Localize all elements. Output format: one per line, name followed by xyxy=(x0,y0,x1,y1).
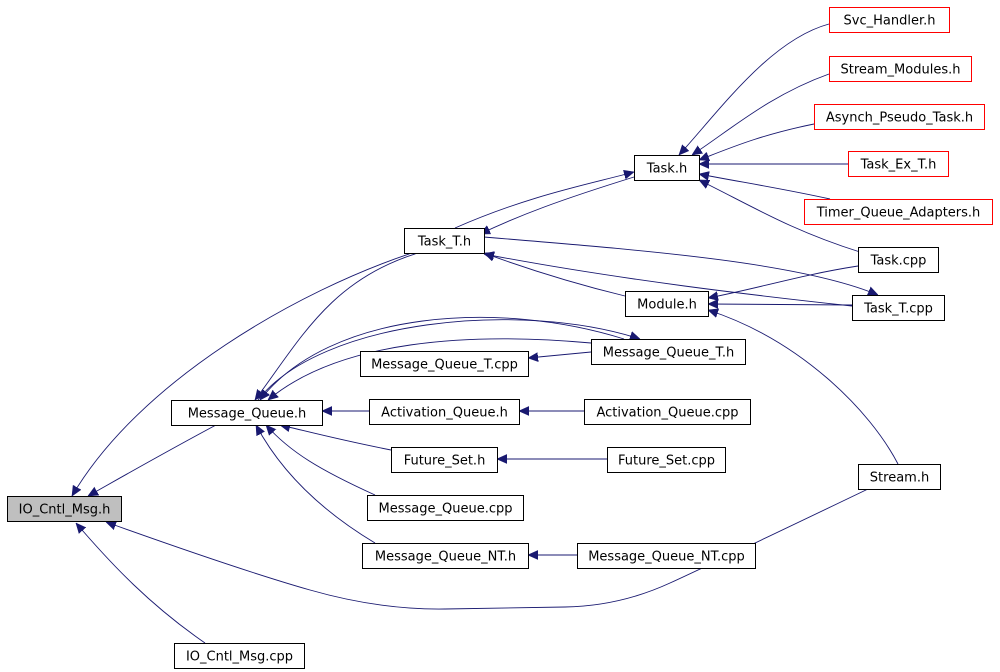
node-box xyxy=(7,496,122,522)
node-label: Activation_Queue.cpp xyxy=(596,406,738,421)
node-io-cntl-msg-cpp[interactable]: IO_Cntl_Msg.cpp xyxy=(174,643,305,669)
edge-task-t-h-to-task-t-cpp xyxy=(483,236,878,295)
node-label: Message_Queue_T.h xyxy=(603,346,734,361)
node-activation-queue-cpp[interactable]: Activation_Queue.cpp xyxy=(584,399,751,425)
node-box xyxy=(591,339,746,365)
edge-task-t-cpp-to-task-t-h xyxy=(484,254,853,307)
node-label: Svc_Handler.h xyxy=(844,14,936,29)
node-task-h[interactable]: Task.h xyxy=(634,155,700,181)
node-box xyxy=(858,247,939,273)
edge-task-cpp-to-module-h xyxy=(708,265,859,298)
node-box xyxy=(804,199,993,225)
edge-message-queue-t-h-to-message-queue-t-cpp xyxy=(528,351,592,358)
node-timer-queue-adapters-h[interactable]: Timer_Queue_Adapters.h xyxy=(804,199,993,225)
node-box xyxy=(584,399,751,425)
edges-layer xyxy=(71,23,899,644)
node-task-cpp[interactable]: Task.cpp xyxy=(858,247,939,273)
node-box xyxy=(814,104,985,130)
edge-asynch-pseudo-task-h-to-task-h xyxy=(699,123,815,160)
edge-io-cntl-msg-cpp-to-io-cntl-msg-h xyxy=(76,523,206,644)
node-stream-h[interactable]: Stream.h xyxy=(858,464,941,490)
node-label: Task_T.h xyxy=(417,235,471,250)
edge-task-cpp-to-task-h xyxy=(699,179,861,253)
node-label: Stream.h xyxy=(870,471,929,486)
node-future-set-cpp[interactable]: Future_Set.cpp xyxy=(607,447,726,473)
node-box xyxy=(367,495,524,521)
edge-message-queue-t-cpp-to-message-queue-h xyxy=(268,338,592,400)
edge-stream-h-to-module-h xyxy=(708,310,899,465)
node-label: Stream_Modules.h xyxy=(841,63,961,78)
node-label: Timer_Queue_Adapters.h xyxy=(816,206,981,221)
node-svc-handler-h[interactable]: Svc_Handler.h xyxy=(829,7,950,33)
node-label: IO_Cntl_Msg.h xyxy=(19,503,111,518)
node-label: Message_Queue_NT.h xyxy=(375,550,516,565)
node-box xyxy=(852,295,945,321)
node-box xyxy=(369,399,520,425)
edge-future-set-h-to-message-queue-h xyxy=(280,425,392,451)
node-message-queue-t-h[interactable]: Message_Queue_T.h xyxy=(591,339,746,365)
edge-stream-modules-h-to-task-h xyxy=(692,73,830,155)
node-box xyxy=(607,447,726,473)
node-box xyxy=(360,351,529,377)
node-box xyxy=(171,400,323,426)
edge-task-t-cpp-to-module-h xyxy=(708,304,853,305)
node-box xyxy=(858,464,941,490)
edge-task-t-h-to-task-h xyxy=(454,172,634,229)
node-box xyxy=(625,291,709,317)
edge-task-t-h-to-io-cntl-msg-h xyxy=(71,252,413,496)
node-label: IO_Cntl_Msg.cpp xyxy=(186,650,293,665)
edge-task-h-to-task-t-h xyxy=(480,176,635,235)
node-label: Task_T.cpp xyxy=(863,302,933,317)
node-box xyxy=(404,228,485,254)
node-label: Future_Set.cpp xyxy=(618,454,715,469)
node-task-t-cpp[interactable]: Task_T.cpp xyxy=(852,295,945,321)
node-label: Module.h xyxy=(637,298,697,313)
node-box xyxy=(829,56,972,82)
node-label: Message_Queue_NT.cpp xyxy=(588,550,745,565)
edge-message-queue-t-h-to-message-queue-h xyxy=(260,317,625,400)
nodes-layer: IO_Cntl_Msg.hIO_Cntl_Msg.cpp Message_Queu… xyxy=(7,7,993,669)
node-io-cntl-msg-h[interactable]: IO_Cntl_Msg.h xyxy=(7,496,122,522)
node-asynch-pseudo-task-h[interactable]: Asynch_Pseudo_Task.h xyxy=(814,104,985,130)
node-label: Activation_Queue.h xyxy=(381,406,508,421)
node-task-ex-t-h[interactable]: Task_Ex_T.h xyxy=(848,151,949,177)
edge-svc-handler-h-to-task-h xyxy=(679,23,830,155)
node-message-queue-nt-cpp[interactable]: Message_Queue_NT.cpp xyxy=(577,543,756,569)
edge-message-queue-nt-h-to-message-queue-h xyxy=(255,425,376,544)
node-message-queue-nt-h[interactable]: Message_Queue_NT.h xyxy=(362,543,529,569)
node-box xyxy=(362,543,529,569)
node-label: Future_Set.h xyxy=(404,454,486,469)
node-label: Task.cpp xyxy=(870,254,927,269)
node-label: Task_Ex_T.h xyxy=(860,158,937,173)
node-label: Task.h xyxy=(646,162,687,177)
edge-task-t-h-to-message-queue-h xyxy=(255,252,419,400)
edge-timer-queue-adapters-h-to-task-h xyxy=(699,174,831,200)
node-activation-queue-h[interactable]: Activation_Queue.h xyxy=(369,399,520,425)
edge-module-h-to-task-t-h xyxy=(484,253,626,297)
node-message-queue-h[interactable]: Message_Queue.h xyxy=(171,400,323,426)
edge-message-queue-cpp-to-message-queue-h xyxy=(266,425,376,496)
node-box xyxy=(829,7,950,33)
edge-message-queue-h-to-message-queue-t-h xyxy=(257,319,640,401)
edge-message-queue-h-to-io-cntl-msg-h xyxy=(88,424,217,497)
node-task-t-h[interactable]: Task_T.h xyxy=(404,228,485,254)
node-box xyxy=(848,151,949,177)
node-box xyxy=(634,155,700,181)
node-label: Message_Queue_T.cpp xyxy=(371,358,518,373)
node-message-queue-cpp[interactable]: Message_Queue.cpp xyxy=(367,495,524,521)
node-message-queue-t-cpp[interactable]: Message_Queue_T.cpp xyxy=(360,351,529,377)
node-future-set-h[interactable]: Future_Set.h xyxy=(391,447,498,473)
node-box xyxy=(391,447,498,473)
node-module-h[interactable]: Module.h xyxy=(625,291,709,317)
node-label: Asynch_Pseudo_Task.h xyxy=(826,111,973,126)
node-box xyxy=(577,543,756,569)
node-box xyxy=(174,643,305,669)
node-label: Message_Queue.h xyxy=(188,407,307,422)
node-stream-modules-h[interactable]: Stream_Modules.h xyxy=(829,56,972,82)
node-label: Message_Queue.cpp xyxy=(379,502,513,517)
